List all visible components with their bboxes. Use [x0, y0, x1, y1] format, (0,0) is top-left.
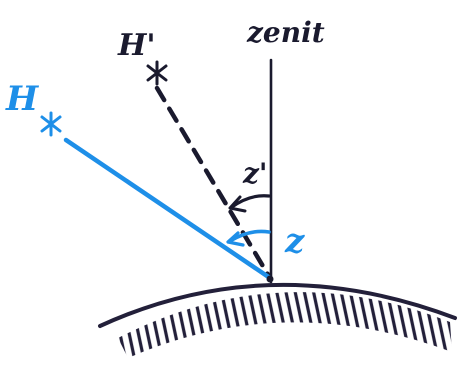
earth-surface-hatch	[118, 292, 452, 358]
h-true-label: H	[5, 79, 40, 119]
angle-z-prime-arc	[230, 194, 271, 209]
h-apparent-label: H'	[117, 28, 156, 63]
star-icon-true	[40, 111, 62, 137]
zenith-label: zenit	[246, 16, 325, 49]
true-direction-line	[63, 137, 273, 281]
observer-point	[266, 275, 274, 283]
earth-surface-arc	[98, 282, 457, 328]
z-prime-label: z'	[242, 157, 267, 190]
angle-z-prime-arrowhead	[228, 195, 247, 213]
apparent-direction-dashed-line	[154, 85, 273, 281]
star-icon-apparent	[146, 60, 168, 86]
angle-z-arrowhead	[226, 231, 245, 247]
z-label: z	[284, 221, 305, 261]
